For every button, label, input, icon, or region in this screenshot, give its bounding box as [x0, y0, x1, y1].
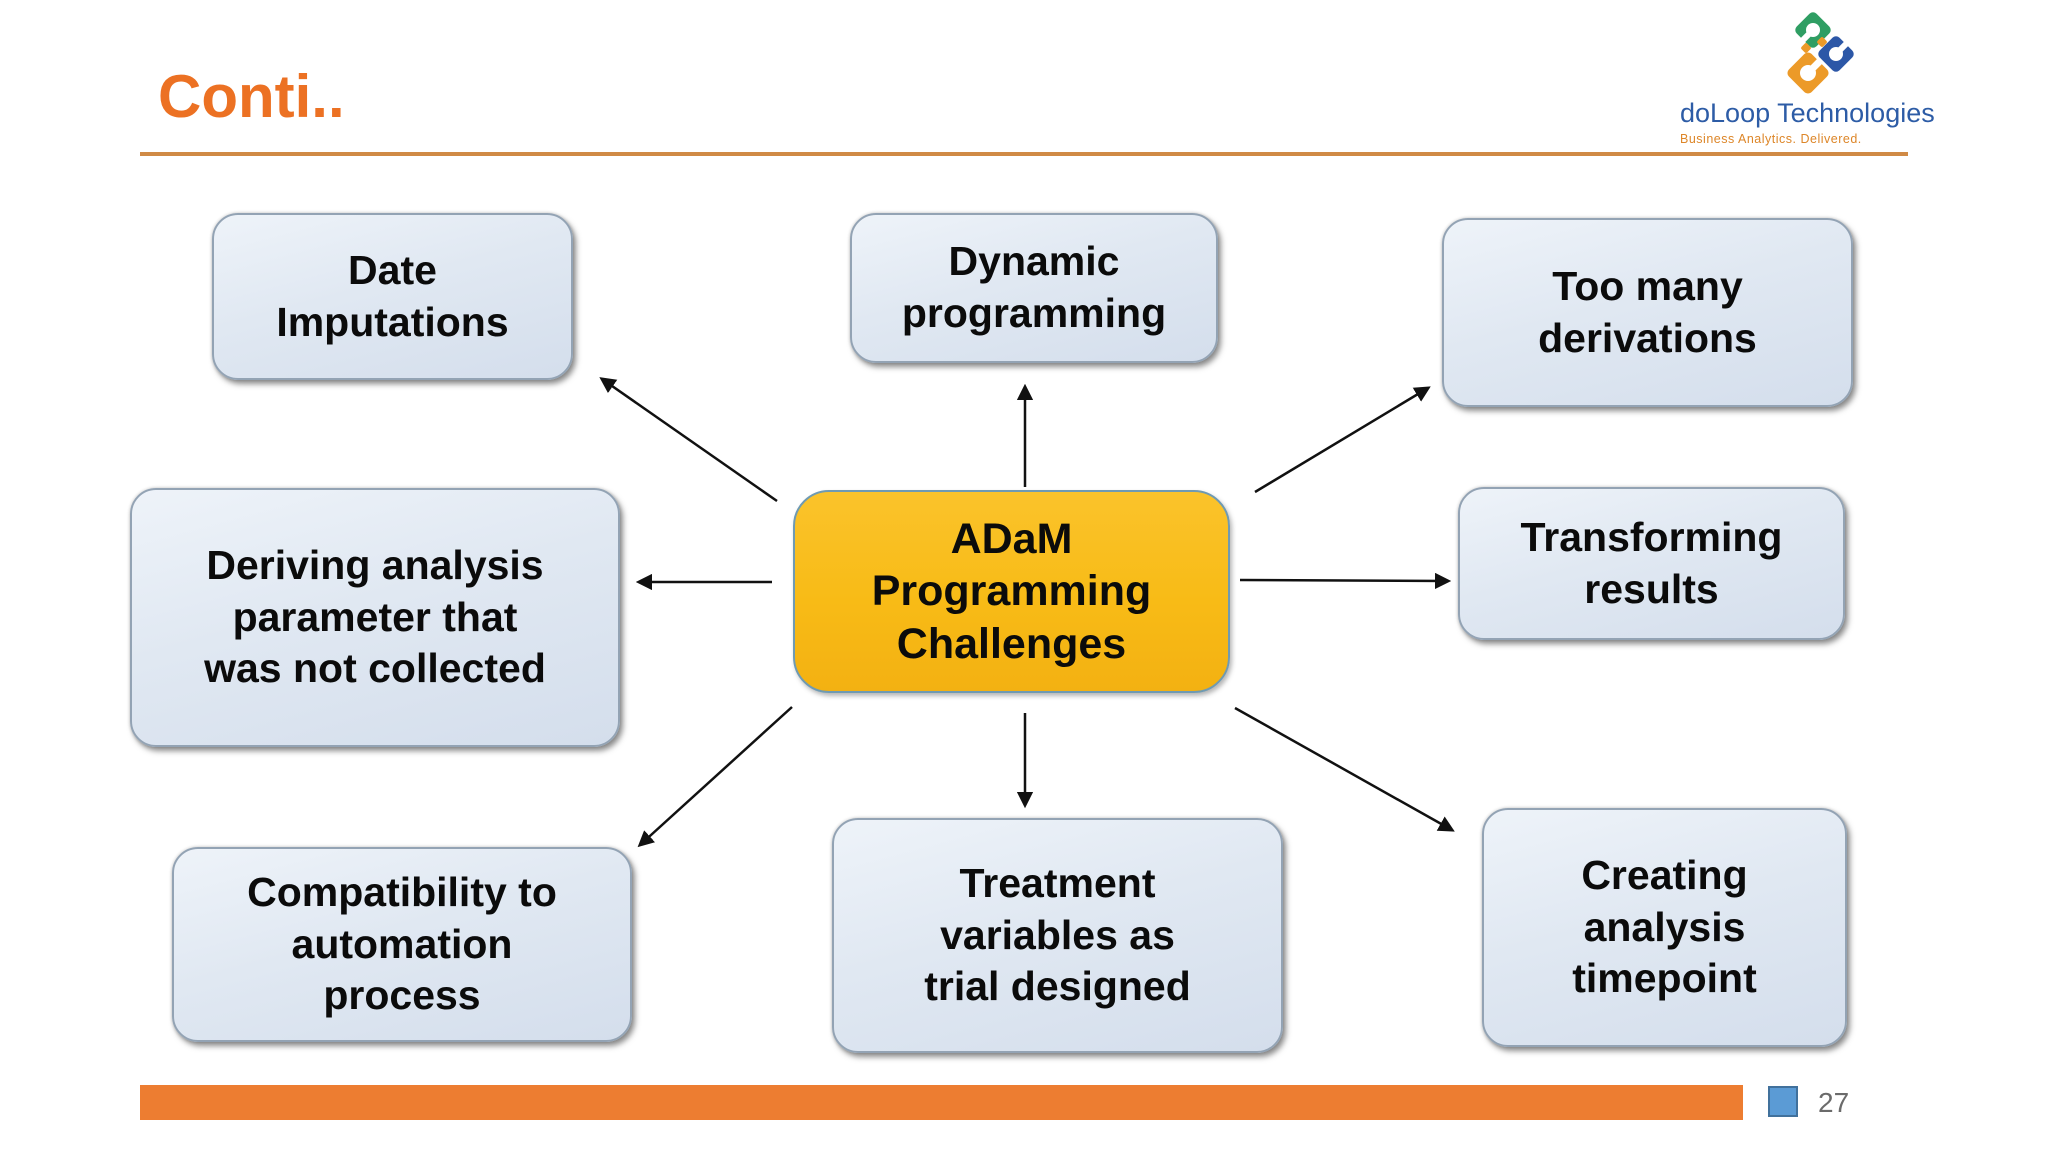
footer-accent-bar: [140, 1085, 1743, 1120]
node-dynamic-programming: Dynamic programming: [850, 213, 1218, 363]
logo-company-name: doLoop Technologies: [1680, 98, 1935, 128]
node-treatment-variables: Treatment variables as trial designed: [832, 818, 1283, 1053]
arrow-to-creating-timepoint: [1234, 706, 1455, 832]
doloop-logo-icon: [1694, 10, 1934, 96]
doloop-logo: doLoop Technologies Business Analytics. …: [1680, 10, 1935, 146]
arrow-to-too-many-derivations: [1254, 386, 1431, 494]
page-number: 27: [1818, 1087, 1850, 1118]
node-compatibility-automation: Compatibility to automation process: [172, 847, 632, 1042]
footer-accent-square: [1768, 1086, 1798, 1117]
arrow-to-compatibility: [637, 706, 793, 848]
arrow-to-date-imputations: [599, 377, 778, 503]
page-title: Conti..: [158, 63, 345, 130]
node-creating-analysis-timepoint: Creating analysis timepoint: [1482, 808, 1847, 1047]
logo-tagline: Business Analytics. Delivered.: [1680, 132, 1862, 146]
title-underline: [140, 152, 1908, 156]
node-transforming-results: Transforming results: [1458, 487, 1845, 640]
node-too-many-derivations: Too many derivations: [1442, 218, 1853, 407]
center-node-adam-programming-challenges: ADaM Programming Challenges: [793, 490, 1230, 693]
node-date-imputations: Date Imputations: [212, 213, 573, 380]
arrow-to-transforming-results: [1239, 572, 1452, 590]
node-deriving-analysis-parameter: Deriving analysis parameter that was not…: [130, 488, 620, 747]
